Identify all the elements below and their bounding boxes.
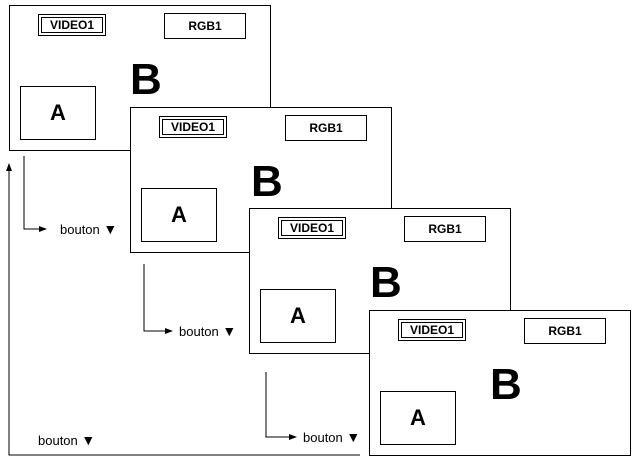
bouton-step-1: bouton ▼ — [60, 221, 118, 238]
sub-picture: A — [20, 86, 96, 140]
video-label: VIDEO1 — [398, 319, 466, 341]
down-triangle-icon: ▼ — [222, 323, 237, 339]
connector-2 — [143, 264, 173, 334]
rgb-label: RGB1 — [404, 216, 486, 242]
video-label: VIDEO1 — [159, 116, 227, 138]
main-picture-label: B — [128, 55, 164, 104]
bouton-label: bouton — [38, 433, 78, 448]
bouton-step-4: bouton ▼ — [38, 432, 96, 449]
down-triangle-icon: ▼ — [103, 221, 118, 237]
video-label: VIDEO1 — [278, 217, 346, 239]
sub-picture: A — [141, 188, 217, 242]
bouton-step-2: bouton ▼ — [179, 323, 237, 340]
down-triangle-icon: ▼ — [81, 432, 96, 448]
screen-4: VIDEO1 RGB1 A B — [369, 310, 631, 456]
video-label: VIDEO1 — [38, 14, 106, 36]
main-picture-label: B — [488, 360, 524, 409]
bouton-label: bouton — [179, 324, 219, 339]
bouton-step-3: bouton ▼ — [303, 429, 361, 446]
bouton-label: bouton — [60, 222, 100, 237]
video-label-text: VIDEO1 — [401, 322, 463, 338]
video-label-text: VIDEO1 — [41, 17, 103, 33]
connector-3 — [265, 372, 297, 440]
down-triangle-icon: ▼ — [346, 429, 361, 445]
sub-picture: A — [380, 391, 456, 445]
rgb-label: RGB1 — [524, 318, 606, 344]
connector-return — [6, 163, 360, 456]
rgb-label: RGB1 — [164, 13, 246, 39]
screen-1: VIDEO1 RGB1 A B — [9, 5, 271, 151]
main-picture-label: B — [249, 157, 285, 206]
video-label-text: VIDEO1 — [162, 119, 224, 135]
bouton-label: bouton — [303, 430, 343, 445]
video-label-text: VIDEO1 — [281, 220, 343, 236]
rgb-label: RGB1 — [285, 115, 367, 141]
main-picture-label: B — [368, 258, 404, 307]
connector-1 — [23, 156, 47, 232]
sub-picture: A — [260, 289, 336, 343]
